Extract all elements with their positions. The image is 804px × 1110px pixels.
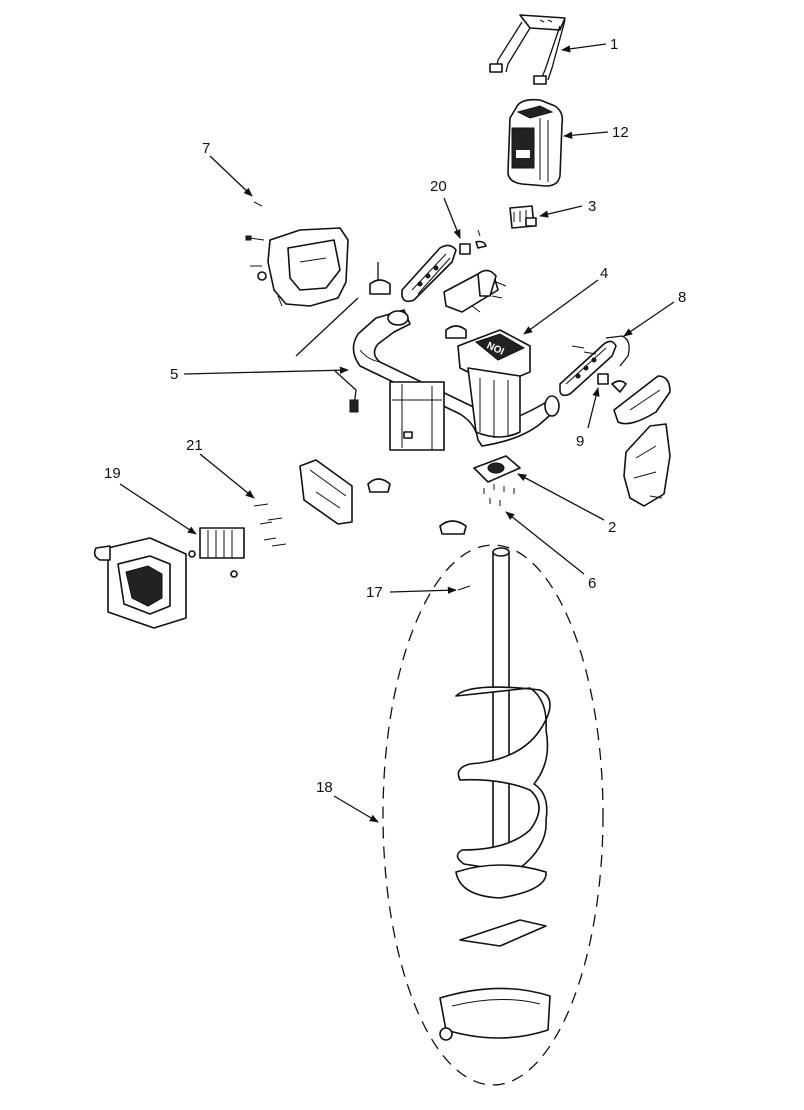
part-18-auger [382, 544, 604, 1086]
callout-17: 17 [366, 584, 383, 601]
right-handle-cover [613, 375, 671, 425]
part-7-left-housing [245, 201, 349, 307]
part-12-battery [507, 98, 564, 187]
callout-8: 8 [678, 289, 686, 306]
callout-6: 6 [588, 575, 596, 592]
callout-12: 12 [612, 124, 629, 141]
callout-9: 9 [576, 433, 584, 450]
callout-20: 20 [430, 178, 447, 195]
part-2-flange-plate [473, 455, 521, 483]
part-21-screws [253, 503, 287, 547]
callout-leaders [119, 43, 675, 823]
callout-5: 5 [170, 366, 178, 383]
part-17-bolt [457, 585, 471, 591]
mid-bracket [299, 459, 353, 525]
part-19-controller [93, 527, 245, 629]
part-1-battery-handle [489, 14, 566, 85]
part-5-handle-frame [295, 297, 560, 451]
right-housing [623, 423, 671, 507]
switch-trigger-assembly [443, 269, 507, 339]
callout-1: 1 [610, 36, 618, 53]
callout-21: 21 [186, 437, 203, 454]
callout-18: 18 [316, 779, 333, 796]
callout-3: 3 [588, 198, 596, 215]
callout-19: 19 [104, 465, 121, 482]
callout-2: 2 [608, 519, 616, 536]
part-3-terminal [509, 205, 537, 229]
part-20-left-grip [401, 229, 487, 303]
part-6-screws [483, 484, 515, 506]
callout-4: 4 [600, 265, 608, 282]
part-4-motor-gearbox: NOI [457, 329, 531, 438]
part-9-switch [597, 373, 627, 393]
callout-labels: 1 12 3 20 7 4 8 5 9 21 19 2 6 17 18 [104, 36, 686, 796]
bearing-halves [367, 279, 467, 535]
part-8-right-grip [559, 335, 630, 397]
callout-7: 7 [202, 140, 210, 157]
